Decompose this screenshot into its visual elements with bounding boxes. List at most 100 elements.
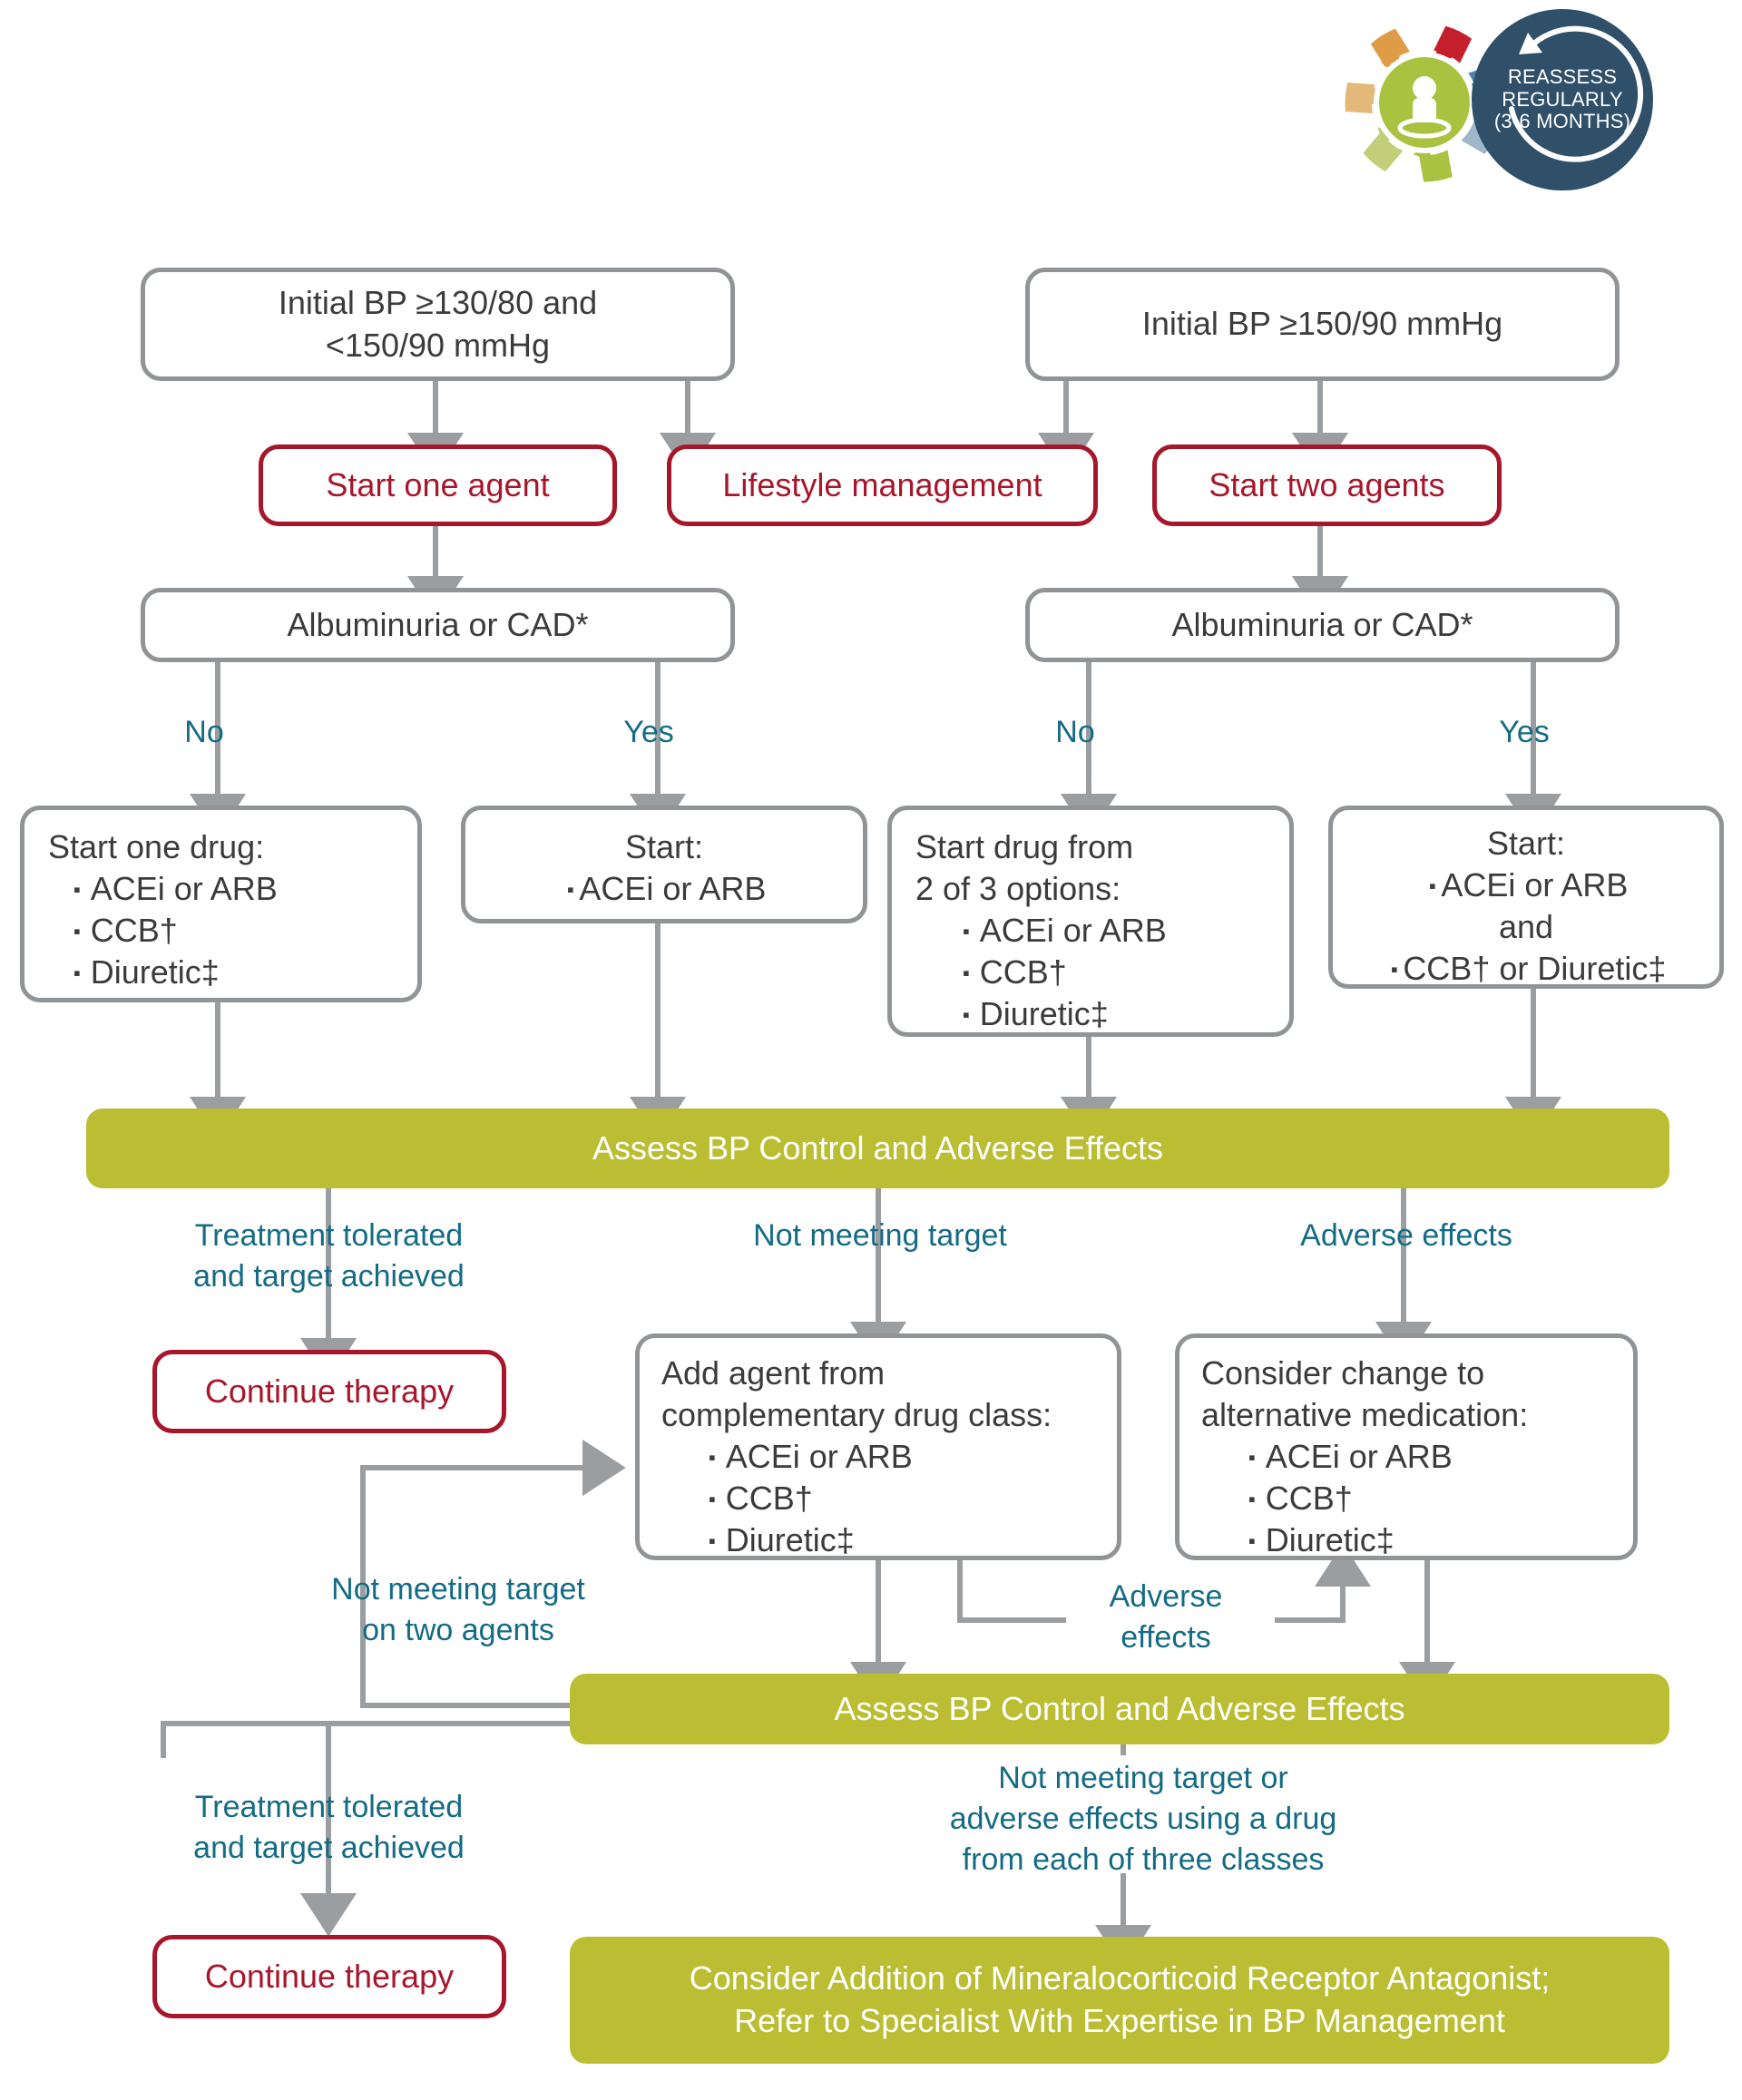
patient-cycle-icon xyxy=(1345,25,1503,182)
bullet-icon xyxy=(963,910,980,952)
list-item: Diuretic‡ xyxy=(1248,1519,1611,1561)
badge-line-2: REGULARLY xyxy=(1502,87,1623,111)
node-initial-bp-low[interactable]: Initial BP ≥130/80 and <150/90 mmHg xyxy=(141,268,735,381)
node-continue-therapy-2[interactable]: Continue therapy xyxy=(152,1935,506,2018)
list-item-label: CCB† xyxy=(1265,1480,1353,1518)
bullet-icon xyxy=(963,952,980,993)
list-item: ACEi or ARB xyxy=(489,868,839,910)
node-start-one-agent[interactable]: Start one agent xyxy=(259,444,617,526)
banner-assess-2[interactable]: Assess BP Control and Adverse Effects xyxy=(570,1674,1669,1744)
node-start-acei-arb[interactable]: Start: ACEi or ARB xyxy=(461,806,867,923)
list-item: ACEi or ARB xyxy=(1349,864,1703,906)
list-item-label: Diuretic‡ xyxy=(979,995,1109,1033)
list-item: Diuretic‡ xyxy=(709,1519,1095,1561)
bullet-icon xyxy=(1424,864,1442,906)
node-start-acei-arb-list: ACEi or ARB xyxy=(489,868,839,910)
bullet-icon xyxy=(563,868,580,910)
bullet-icon xyxy=(709,1478,726,1519)
list-item: ACEi or ARB xyxy=(709,1436,1095,1478)
node-start-acei-and[interactable]: Start: ACEi or ARB and CCB† or Diuretic‡ xyxy=(1328,806,1724,989)
node-continue-therapy-2-text: Continue therapy xyxy=(204,1957,455,1995)
node-start-acei-and-list2: CCB† or Diuretic‡ xyxy=(1349,948,1703,990)
edge-label-not-meeting-three: Not meeting target or adverse effects us… xyxy=(949,1761,1337,1877)
bullet-icon xyxy=(963,993,980,1035)
node-initial-bp-high-text: Initial BP ≥150/90 mmHg xyxy=(1141,305,1503,343)
node-consider-change-list: ACEi or ARB CCB† Diuretic‡ xyxy=(1248,1436,1611,1561)
edge-label-yes-left: Yes xyxy=(623,715,674,749)
node-consider-change-header: Consider change to alternative medicatio… xyxy=(1201,1354,1529,1434)
node-add-agent-list: ACEi or ARB CCB† Diuretic‡ xyxy=(709,1436,1095,1561)
bullet-icon xyxy=(1248,1436,1266,1478)
node-lifestyle-management[interactable]: Lifestyle management xyxy=(667,444,1098,526)
node-albuminuria-right[interactable]: Albuminuria or CAD* xyxy=(1025,588,1620,662)
node-start-acei-and-joiner: and xyxy=(1498,908,1554,946)
reassess-badge: REASSESS REGULARLY (3-6 MONTHS) xyxy=(1472,9,1653,190)
node-start-two-of-three-list: ACEi or ARB CCB† Diuretic‡ xyxy=(963,910,1266,1035)
node-albuminuria-right-text: Albuminuria or CAD* xyxy=(1171,605,1473,643)
list-item-label: Diuretic‡ xyxy=(725,1521,855,1559)
node-start-two-of-three[interactable]: Start drug from 2 of 3 options: ACEi or … xyxy=(887,806,1294,1037)
bullet-icon xyxy=(73,868,91,910)
edge-label-yes-right: Yes xyxy=(1499,715,1550,749)
node-albuminuria-left[interactable]: Albuminuria or CAD* xyxy=(141,588,735,662)
list-item-label: CCB† xyxy=(725,1480,813,1518)
node-start-acei-arb-header: Start: xyxy=(624,828,704,865)
node-initial-bp-low-text: Initial BP ≥130/80 and <150/90 mmHg xyxy=(278,284,598,364)
badge-line-1: REASSESS xyxy=(1507,65,1618,89)
node-consider-change[interactable]: Consider change to alternative medicatio… xyxy=(1175,1333,1638,1560)
list-item-label: CCB† xyxy=(979,953,1067,991)
reassess-logo: REASSESS REGULARLY (3-6 MONTHS) xyxy=(1334,9,1688,190)
node-start-one-drug-header: Start one drug: xyxy=(48,828,265,865)
list-item-label: CCB† or Diuretic‡ xyxy=(1403,950,1667,988)
node-start-acei-and-list: ACEi or ARB xyxy=(1349,864,1703,906)
bullet-icon xyxy=(1248,1478,1266,1519)
node-start-one-drug[interactable]: Start one drug: ACEi or ARB CCB† Diureti… xyxy=(20,806,422,1002)
bullet-icon xyxy=(1386,948,1404,990)
list-item: ACEi or ARB xyxy=(1248,1436,1611,1478)
node-start-acei-and-header: Start: xyxy=(1486,825,1566,862)
banner-final-text: Consider Addition of Mineralocorticoid R… xyxy=(689,1959,1551,2039)
edge-label-tolerated-2: Treatment tolerated and target achieved xyxy=(193,1790,465,1865)
list-item-label: ACEi or ARB xyxy=(1265,1438,1453,1476)
banner-assess-1[interactable]: Assess BP Control and Adverse Effects xyxy=(86,1109,1669,1188)
edge-label-adverse-effects-top: Adverse effects xyxy=(1300,1218,1512,1253)
bullet-icon xyxy=(73,952,91,993)
reassess-arrow-icon xyxy=(1509,25,1644,162)
list-item: ACEi or ARB xyxy=(73,868,394,910)
node-start-two-agents[interactable]: Start two agents xyxy=(1152,444,1502,526)
list-item: Diuretic‡ xyxy=(963,993,1266,1035)
list-item-label: CCB† xyxy=(90,912,178,950)
list-item: ACEi or ARB xyxy=(963,910,1266,952)
bullet-icon xyxy=(709,1519,726,1561)
node-start-two-agents-text: Start two agents xyxy=(1209,465,1445,503)
list-item: CCB† xyxy=(73,910,394,952)
list-item-label: ACEi or ARB xyxy=(1441,866,1629,904)
node-add-agent[interactable]: Add agent from complementary drug class:… xyxy=(635,1333,1121,1560)
list-item: CCB† xyxy=(1248,1478,1611,1519)
list-item: CCB† xyxy=(963,952,1266,993)
node-start-one-drug-list: ACEi or ARB CCB† Diuretic‡ xyxy=(73,868,394,993)
list-item-label: ACEi or ARB xyxy=(90,870,278,908)
list-item: CCB† or Diuretic‡ xyxy=(1349,948,1703,990)
bullet-icon xyxy=(73,910,91,952)
list-item-label: Diuretic‡ xyxy=(90,953,220,991)
banner-assess-1-text: Assess BP Control and Adverse Effects xyxy=(592,1128,1163,1167)
edge-label-no-left: No xyxy=(184,715,224,749)
node-continue-therapy-1[interactable]: Continue therapy xyxy=(152,1350,506,1433)
list-item: CCB† xyxy=(709,1478,1095,1519)
node-add-agent-header: Add agent from complementary drug class: xyxy=(661,1354,1052,1434)
node-initial-bp-high[interactable]: Initial BP ≥150/90 mmHg xyxy=(1025,268,1620,381)
list-item: Diuretic‡ xyxy=(73,952,394,993)
node-continue-therapy-1-text: Continue therapy xyxy=(204,1372,455,1410)
list-item-label: ACEi or ARB xyxy=(725,1438,913,1476)
list-item-label: ACEi or ARB xyxy=(979,912,1167,950)
banner-final[interactable]: Consider Addition of Mineralocorticoid R… xyxy=(570,1937,1669,2064)
banner-assess-2-text: Assess BP Control and Adverse Effects xyxy=(834,1689,1405,1727)
node-albuminuria-left-text: Albuminuria or CAD* xyxy=(287,605,589,643)
edge-label-not-meeting-target: Not meeting target xyxy=(753,1218,1007,1253)
bullet-icon xyxy=(709,1436,726,1478)
bullet-icon xyxy=(1248,1519,1266,1561)
node-start-two-of-three-header: Start drug from 2 of 3 options: xyxy=(915,828,1134,908)
list-item-label: Diuretic‡ xyxy=(1265,1521,1395,1559)
